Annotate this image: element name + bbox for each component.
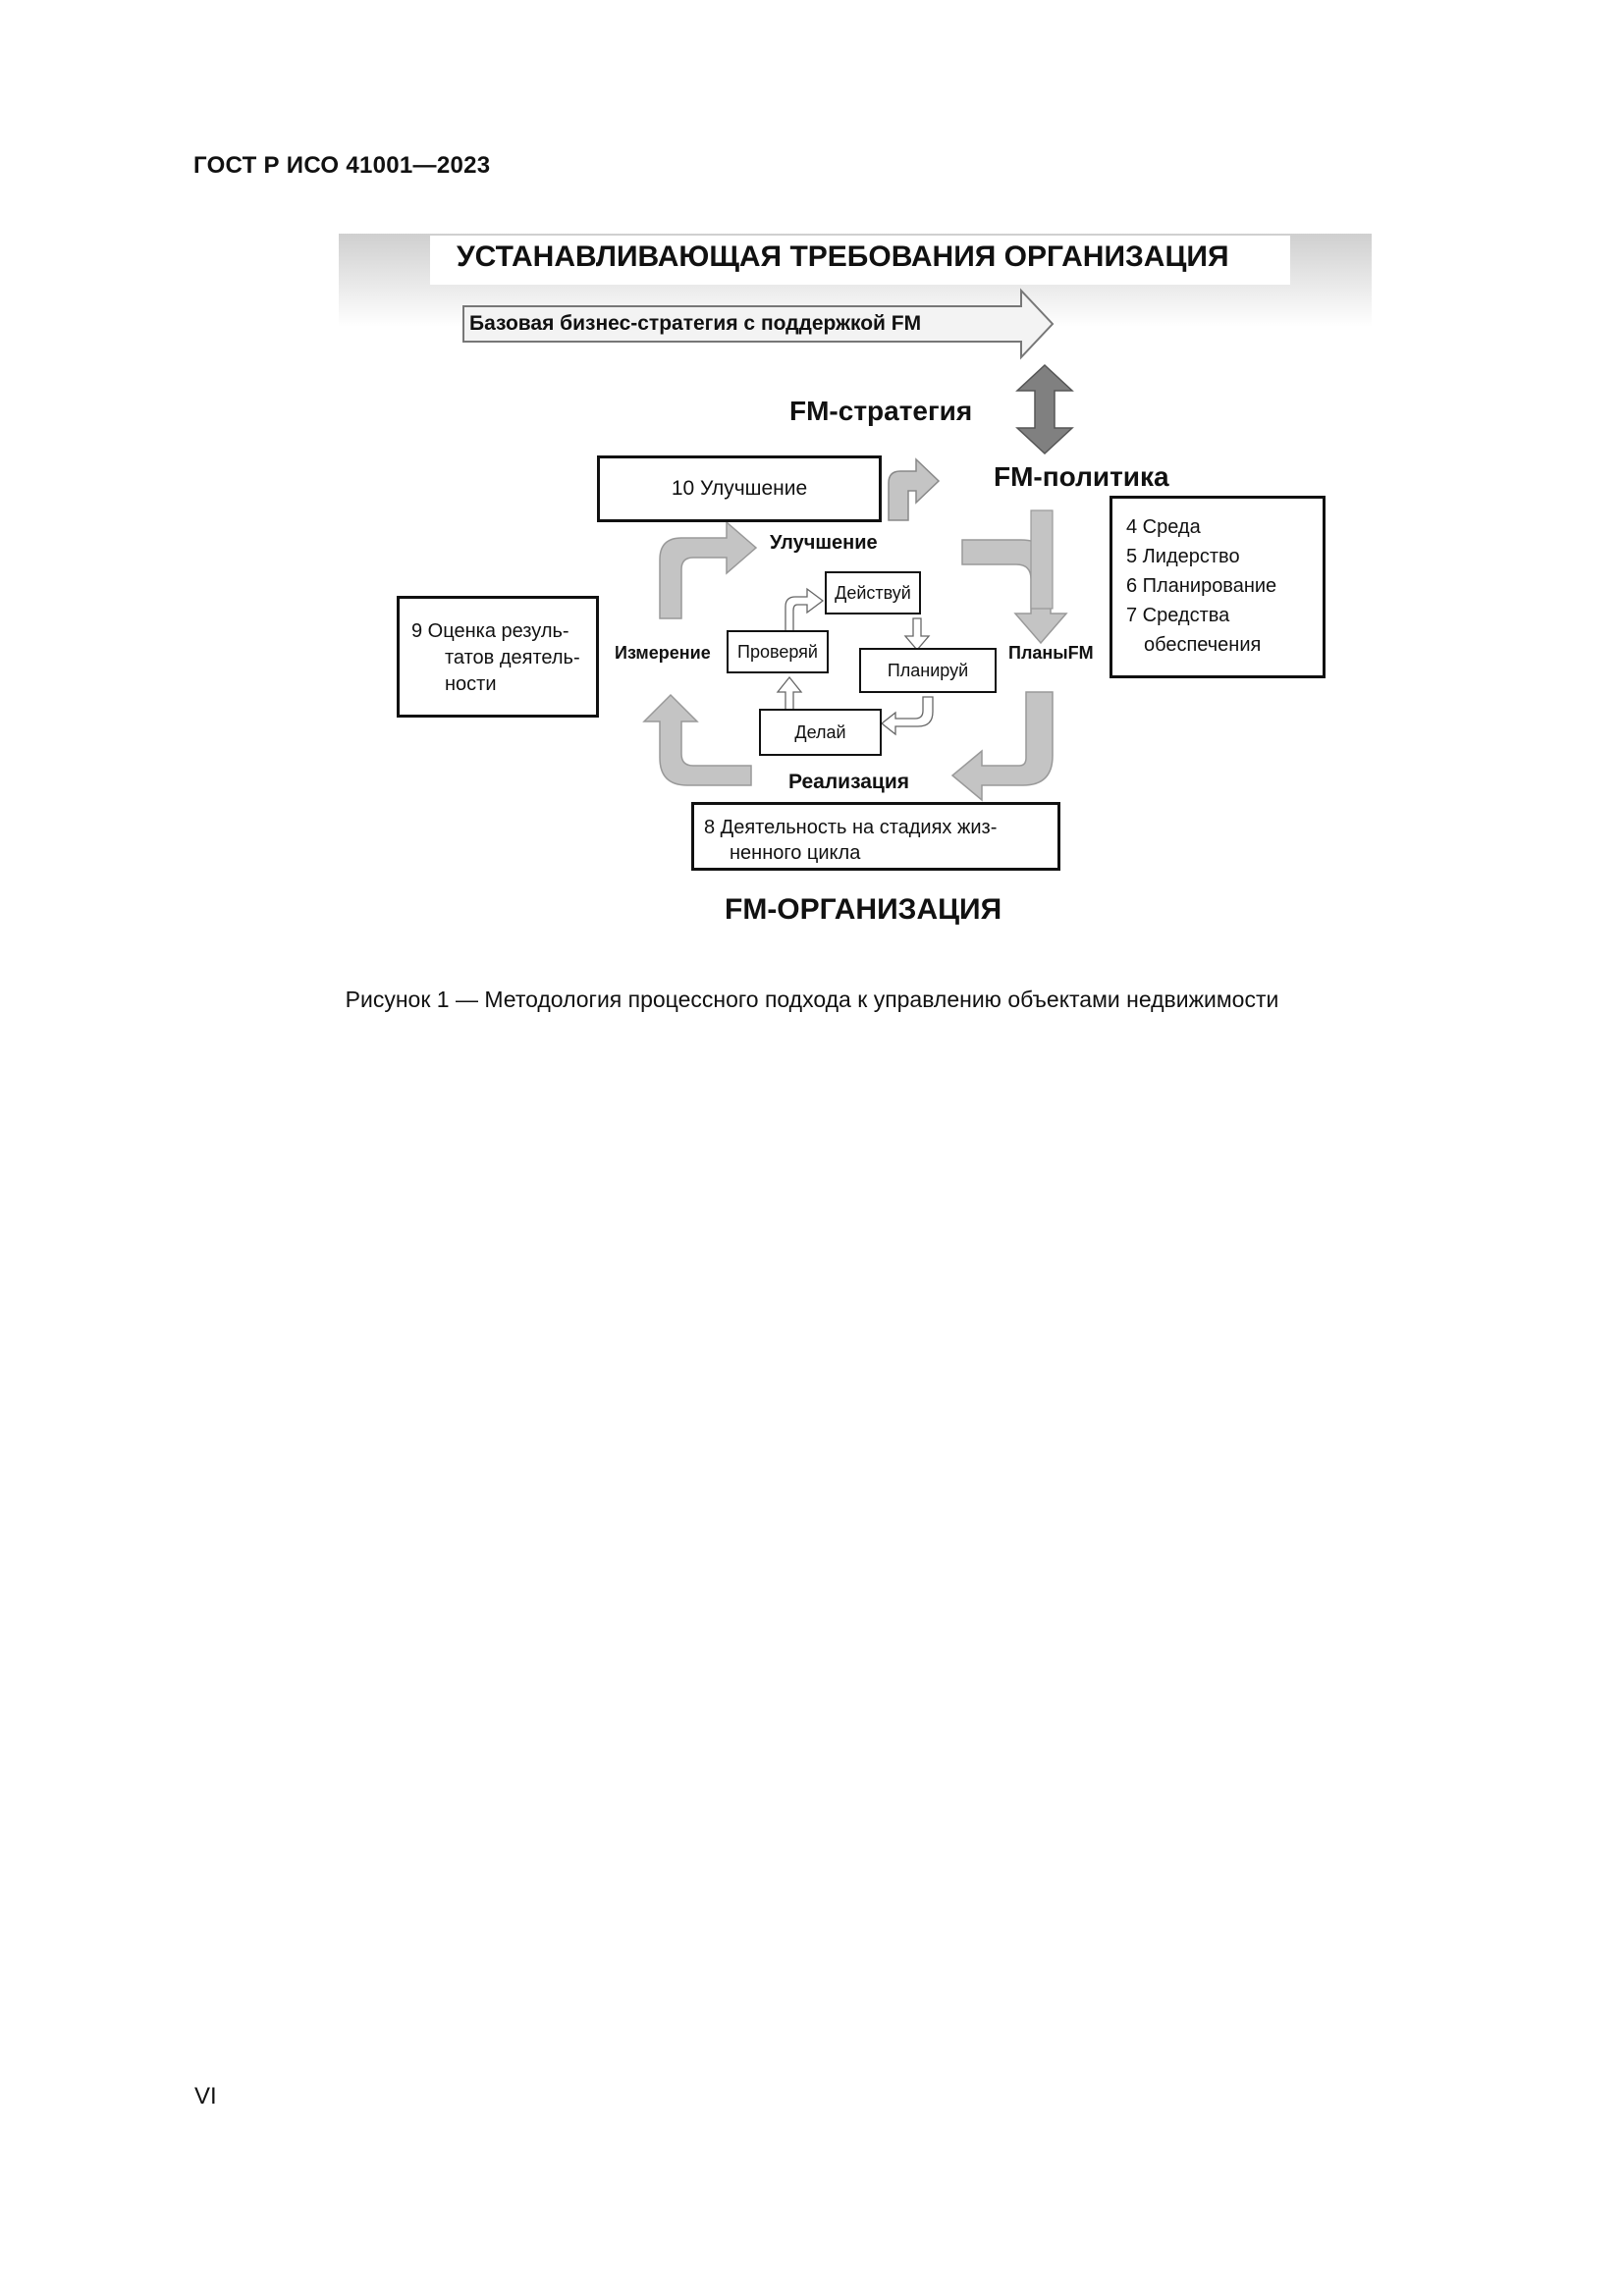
improvement-box-text: 10 Улучшение <box>671 477 808 501</box>
pdca-act-box: Действуй <box>825 571 921 614</box>
pdca-plan-text: Планируй <box>887 660 969 680</box>
fm-strategy-double-arrow <box>1015 363 1074 455</box>
pdca-check-text: Проверяй <box>737 641 818 662</box>
clause-planning: 6 Планирование <box>1126 575 1277 597</box>
plan-to-do-arrow <box>880 696 934 736</box>
process-approach-figure: УСТАНАВЛИВАЮЩАЯ ТРЕБОВАНИЯ ОРГАНИЗАЦИЯ Б… <box>0 0 1624 982</box>
clause-context: 4 Среда <box>1126 516 1201 538</box>
measurement-label: Измерение <box>615 643 711 663</box>
strategy-arrow-shape <box>462 288 1055 360</box>
pdca-do-text: Делай <box>794 721 846 742</box>
implementation-label: Реализация <box>788 771 910 793</box>
operation-box: 8 Деятельность на стадиях жиз- ненного ц… <box>691 802 1060 871</box>
clause-support-cont: обеспечения <box>1144 634 1262 656</box>
page-number: VI <box>194 2083 217 2109</box>
evaluation-line-1: 9 Оценка резуль- <box>411 620 569 642</box>
plans-to-implementation-arrow <box>950 691 1054 802</box>
strategy-arrow-label: Базовая бизнес-стратегия с поддержкой FM <box>469 312 922 335</box>
document-header: ГОСТ Р ИСО 41001—2023 <box>193 152 491 179</box>
evaluation-box: 9 Оценка резуль- татов деятель- ности <box>397 596 599 718</box>
figure-graphics <box>339 234 1372 802</box>
evaluation-line-2: татов деятель- <box>445 647 580 668</box>
operation-line-1: 8 Деятельность на стадиях жиз- <box>704 817 998 838</box>
policy-column-arrow <box>1030 509 1054 610</box>
operation-line-2: ненного цикла <box>730 842 861 864</box>
evaluation-line-3: ности <box>445 673 497 695</box>
check-to-act-arrow <box>785 587 825 634</box>
clause-leadership: 5 Лидерство <box>1126 546 1240 567</box>
improvement-box: 10 Улучшение <box>597 455 882 522</box>
clause-support: 7 Средства <box>1126 605 1230 626</box>
implementation-to-measurement-arrow <box>642 693 752 786</box>
do-to-check-arrow <box>776 675 803 713</box>
pdca-plan-box: Планируй <box>859 648 997 693</box>
improvement-label: Улучшение <box>770 532 878 554</box>
pdca-check-box: Проверяй <box>727 630 829 673</box>
plans-label: ПланыFM <box>1008 643 1094 663</box>
figure-caption: Рисунок 1 — Методология процессного подх… <box>345 987 1279 1012</box>
improvement-to-policy-arrow <box>888 457 941 521</box>
fm-policy-label: FM-политика <box>994 461 1169 492</box>
banner-title: УСТАНАВЛИВАЮЩАЯ ТРЕБОВАНИЯ ОРГАНИЗАЦИЯ <box>457 240 1229 273</box>
measurement-to-improvement-arrow <box>659 520 758 619</box>
pdca-do-box: Делай <box>759 709 882 756</box>
banner-title-strip <box>430 236 1290 285</box>
fm-organization-label: FM-ОРГАНИЗАЦИЯ <box>725 893 1002 926</box>
fm-strategy-label: FM-стратегия <box>789 396 973 426</box>
clauses-box: 4 Среда 5 Лидерство 6 Планирование 7 Сре… <box>1110 496 1326 678</box>
act-to-plan-arrow <box>903 617 931 651</box>
pdca-act-text: Действуй <box>835 582 911 603</box>
